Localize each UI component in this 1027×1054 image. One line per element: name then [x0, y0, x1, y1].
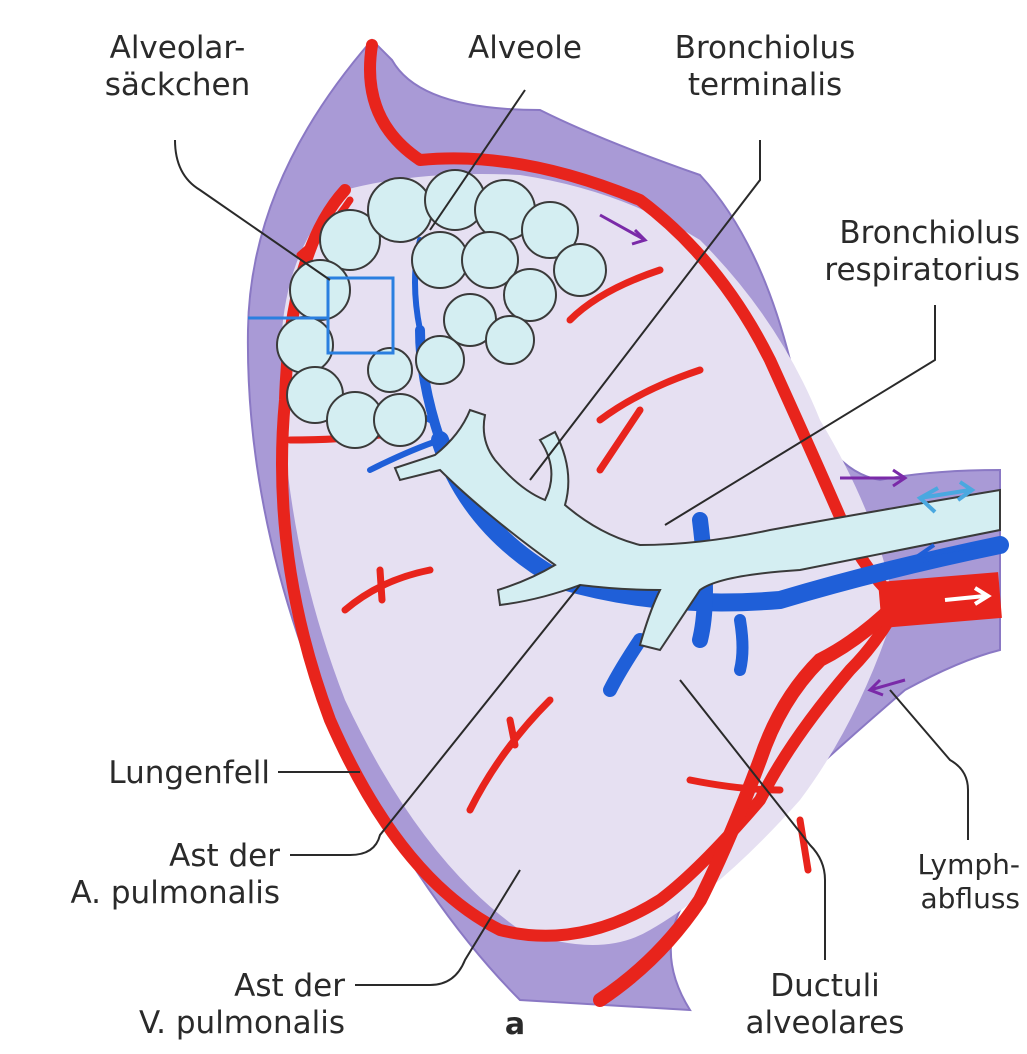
panel-letter: a	[495, 1006, 535, 1043]
label-lymphabfluss-line2: abfluss	[870, 882, 1020, 916]
label-bronchiolus-respiratorius-line2: respiratorius	[790, 252, 1020, 289]
label-bronchiolus-terminalis-line2: terminalis	[640, 67, 890, 104]
label-lungenfell: Lungenfell	[20, 755, 270, 792]
label-ast-a-pulmonalis: Ast der A. pulmonalis	[10, 838, 280, 912]
label-alveolarsaeckchen-line1: Alveolar-	[85, 30, 270, 67]
label-lungenfell-text: Lungenfell	[20, 755, 270, 792]
label-lymphabfluss-line1: Lymph-	[870, 848, 1020, 882]
label-alveolarsaeckchen: Alveolar- säckchen	[85, 30, 270, 104]
label-ast-a-pulmonalis-line1: Ast der	[10, 838, 280, 875]
label-alveolarsaeckchen-line2: säckchen	[85, 67, 270, 104]
label-alveole: Alveole	[445, 30, 605, 67]
label-alveole-text: Alveole	[445, 30, 605, 67]
panel-letter-text: a	[495, 1006, 535, 1043]
label-ast-v-pulmonalis-line1: Ast der	[40, 968, 345, 1005]
label-ast-v-pulmonalis-line2: V. pulmonalis	[40, 1005, 345, 1042]
label-ductuli-alveolares-line1: Ductuli	[715, 968, 935, 1005]
label-ast-a-pulmonalis-line2: A. pulmonalis	[10, 875, 280, 912]
label-ast-v-pulmonalis: Ast der V. pulmonalis	[40, 968, 345, 1042]
label-bronchiolus-terminalis-line1: Bronchiolus	[640, 30, 890, 67]
label-bronchiolus-respiratorius: Bronchiolus respiratorius	[790, 215, 1020, 289]
label-ductuli-alveolares: Ductuli alveolares	[715, 968, 935, 1042]
label-bronchiolus-respiratorius-line1: Bronchiolus	[790, 215, 1020, 252]
label-lymphabfluss: Lymph- abfluss	[870, 848, 1020, 916]
label-bronchiolus-terminalis: Bronchiolus terminalis	[640, 30, 890, 104]
label-ductuli-alveolares-line2: alveolares	[715, 1005, 935, 1042]
